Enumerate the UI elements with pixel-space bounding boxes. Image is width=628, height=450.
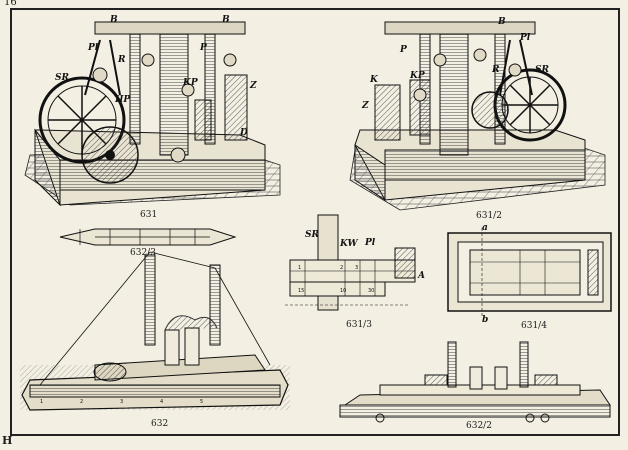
- figure-632-3-plan: [59, 228, 237, 246]
- label-631-IIP: IIP: [114, 95, 130, 105]
- label-631-3-A: A: [417, 271, 425, 281]
- svg-text:3: 3: [120, 399, 123, 405]
- label-631-D: D: [239, 128, 248, 138]
- label-631-2-Z: Z: [361, 101, 369, 111]
- label-631-2-K: K: [369, 75, 379, 85]
- svg-text:10: 10: [340, 288, 346, 294]
- label-631-R: R: [117, 55, 126, 65]
- svg-text:30: 30: [368, 288, 374, 294]
- label-631-3-Pl: Pl: [364, 238, 376, 248]
- svg-text:2: 2: [340, 265, 343, 271]
- label-631-4-b: b: [482, 315, 488, 325]
- label-631-2-Pl: Pl: [519, 33, 531, 43]
- label-631-2-KP: KP: [409, 71, 425, 81]
- label-631-SR: SR: [55, 73, 69, 83]
- label-631-3-SR: SR: [305, 230, 319, 240]
- svg-text:1: 1: [40, 399, 43, 405]
- caption-632-2: 632/2: [466, 421, 492, 431]
- label-631-2-SR: SR: [535, 65, 549, 75]
- svg-text:5: 5: [200, 399, 203, 405]
- label-631-2-P: P: [399, 45, 407, 55]
- svg-text:15: 15: [298, 288, 304, 294]
- page-number: 16: [4, 0, 17, 8]
- figure-631-engine: B B Pl R P SR IIP KP Z D: [24, 15, 281, 207]
- svg-text:2: 2: [80, 399, 83, 405]
- label-631-3-KW: KW: [339, 239, 359, 249]
- caption-631-2: 631/2: [476, 211, 502, 221]
- label-631-B-right: B: [221, 15, 230, 25]
- corner-mark: H: [2, 434, 13, 447]
- svg-text:1: 1: [298, 265, 301, 271]
- figure-632-2-elevation: [339, 341, 611, 423]
- label-631-4-a: a: [482, 223, 488, 233]
- label-631-Z: Z: [249, 81, 257, 91]
- figure-631-4-plan: a b: [447, 223, 612, 325]
- label-631-2-B: B: [497, 17, 506, 27]
- page-frame: [10, 8, 620, 436]
- label-631-B-left: B: [109, 15, 118, 25]
- caption-631-3: 631/3: [346, 320, 372, 330]
- svg-text:4: 4: [160, 399, 163, 405]
- label-631-Pl: Pl: [87, 43, 99, 53]
- caption-632: 632: [151, 419, 169, 429]
- caption-631-4: 631/4: [521, 321, 547, 331]
- figure-632-battleship: 1 2 3 4 5: [20, 251, 290, 411]
- label-631-2-R: R: [491, 65, 500, 75]
- label-631-P: P: [199, 43, 207, 53]
- caption-632-3: 632/3: [130, 248, 156, 258]
- label-631-KP: KP: [182, 78, 198, 88]
- caption-631: 631: [140, 210, 158, 220]
- figure-631-3-schematic: 1 2 3 15 10 30 SR KW Pl A: [285, 214, 425, 311]
- svg-text:3: 3: [355, 265, 358, 271]
- figure-631-2-engine: B P KP K Z R Pl SR: [349, 17, 606, 211]
